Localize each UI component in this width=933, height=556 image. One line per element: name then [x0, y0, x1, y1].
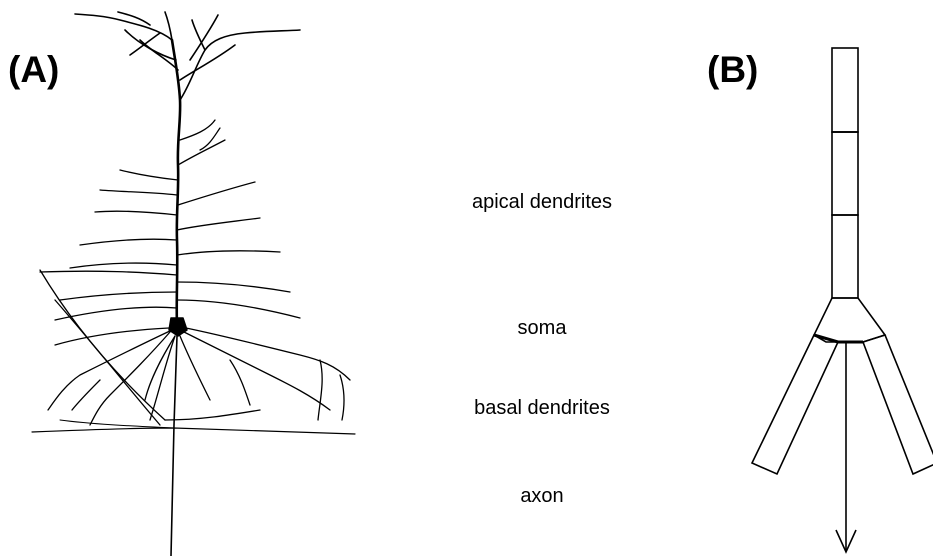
axon-arrow [836, 342, 856, 552]
apical-compartments [832, 48, 858, 298]
basal-compartments [752, 335, 933, 474]
soma-compartment [814, 298, 885, 342]
